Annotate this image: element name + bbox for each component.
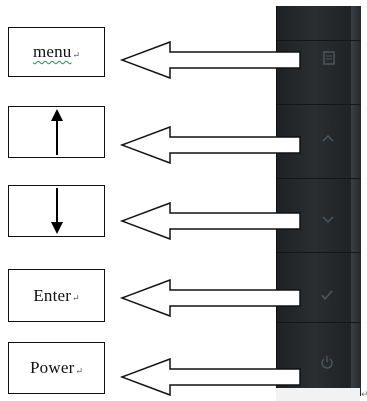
- menu-label: menu: [32, 42, 72, 61]
- monitor-button-panel: [276, 6, 361, 396]
- power-icon[interactable]: [320, 354, 334, 373]
- panel-bottom-edge: [276, 388, 360, 401]
- pointer-arrow-power: [119, 357, 301, 397]
- panel-divider: [277, 178, 361, 179]
- arrow-up-icon: [50, 109, 63, 155]
- panel-divider: [277, 104, 361, 105]
- enter-label: Enter: [33, 285, 72, 305]
- chevron-down-icon[interactable]: [321, 210, 335, 229]
- pointer-arrow-menu: [119, 40, 301, 80]
- up-label-box: [8, 106, 105, 158]
- corner-return-mark: ↵: [361, 390, 367, 400]
- power-label-box: Power↵: [8, 342, 105, 394]
- panel-divider: [277, 252, 361, 253]
- down-label-box: [8, 185, 105, 237]
- pointer-arrow-enter: [119, 278, 301, 318]
- return-mark: ↵: [72, 49, 81, 60]
- panel-edge: [351, 6, 361, 396]
- pointer-arrow-down: [119, 201, 301, 241]
- return-mark: ↵: [72, 293, 80, 303]
- panel-divider: [277, 322, 361, 323]
- pointer-arrow-up: [119, 125, 301, 165]
- enter-label-box: Enter↵: [8, 269, 105, 322]
- menu-label-box: menu↵: [8, 27, 105, 77]
- menu-square-icon[interactable]: [323, 50, 335, 69]
- checkmark-icon[interactable]: [320, 286, 334, 305]
- return-mark: ↵: [75, 365, 83, 376]
- chevron-up-icon[interactable]: [321, 128, 335, 147]
- arrow-down-icon: [50, 188, 63, 234]
- panel-divider: [277, 40, 361, 41]
- power-label: Power: [30, 358, 75, 377]
